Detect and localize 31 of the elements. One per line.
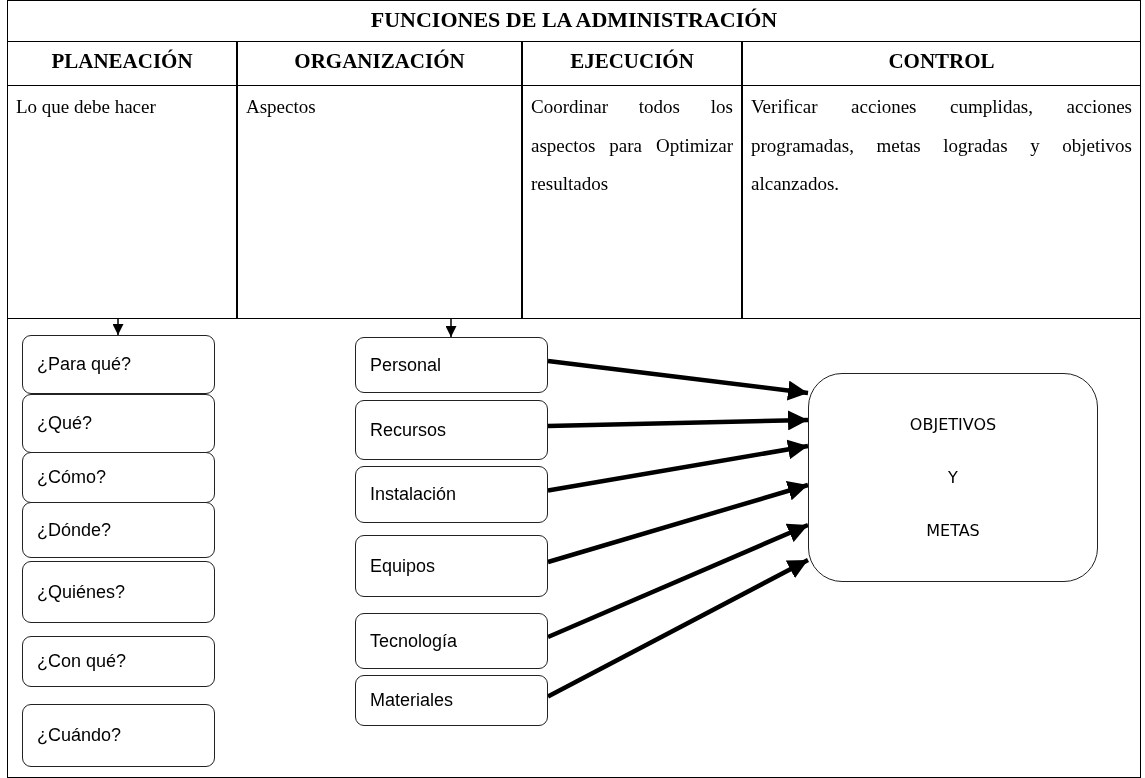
rounded-box: Tecnología [355, 613, 548, 669]
column-heading: EJECUCIÓN [570, 49, 694, 73]
rounded-box: Personal [355, 337, 548, 393]
arrow [547, 522, 809, 640]
column-heading: PLANEACIÓN [51, 49, 193, 73]
goal-box: OBJETIVOS Y METAS [808, 373, 1098, 582]
arrow [547, 410, 809, 431]
rounded-box: ¿Dónde? [22, 502, 215, 558]
rounded-box: ¿Qué? [22, 394, 215, 453]
arrow [547, 481, 809, 565]
cell-text: Verificar acciones cumplidas, acciones programadas, metas logradas y objetivos alcanzados. [751, 95, 1132, 196]
rounded-box: ¿Cómo? [22, 452, 215, 503]
arrow [546, 558, 810, 699]
column-heading: ORGANIZACIÓN [294, 49, 465, 73]
table-title: FUNCIONES DE LA ADMINISTRACIÓN [370, 7, 778, 32]
rounded-box: Equipos [355, 535, 548, 597]
rounded-box: Materiales [355, 675, 548, 726]
rounded-box: Recursos [355, 400, 548, 460]
rounded-box: ¿Con qué? [22, 636, 215, 687]
rounded-box: ¿Quiénes? [22, 561, 215, 623]
cell-text: Lo que debe hacer [16, 95, 157, 119]
arrow [547, 439, 809, 493]
rounded-box: ¿Para qué? [22, 335, 215, 394]
rounded-box: Instalación [355, 466, 548, 523]
cell-text: Aspectos [246, 95, 317, 119]
arrow [445, 318, 457, 338]
rounded-box: ¿Cuándo? [22, 704, 215, 767]
column-heading: CONTROL [888, 49, 995, 73]
arrow [112, 318, 124, 336]
arrow [547, 358, 809, 401]
cell-text: Coordinar todos los aspectos para Optimizar resultados [531, 95, 733, 196]
